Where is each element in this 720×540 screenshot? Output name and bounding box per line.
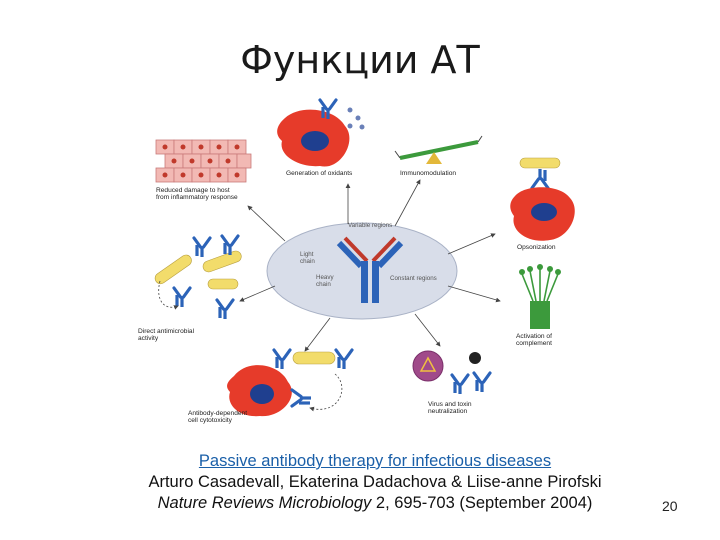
heavy-chain-label-2: chain bbox=[316, 281, 331, 288]
oxidants-cell-icon bbox=[277, 98, 365, 167]
light-chain-label-2: chain bbox=[300, 258, 315, 265]
citation-journal: Nature Reviews Microbiology bbox=[157, 494, 372, 512]
oxidants-label: Generation of oxidants bbox=[286, 170, 353, 177]
virus-toxin-icon bbox=[412, 350, 492, 396]
function-arrows bbox=[239, 179, 501, 352]
virus-toxin-label-2: neutralization bbox=[428, 408, 468, 415]
complement-label-2: complement bbox=[516, 340, 552, 347]
citation-authors: Arturo Casadevall, Ekaterina Dadachova &… bbox=[148, 473, 602, 491]
adcc-cell-icon bbox=[227, 348, 354, 417]
antibody-functions-diagram: Variable regions Light chain Heavy chain… bbox=[130, 96, 590, 436]
immunomodulation-label: Immunomodulation bbox=[400, 170, 456, 177]
complement-icon bbox=[519, 264, 561, 329]
adcc-label-1: Antibody-dependent bbox=[188, 410, 247, 417]
citation-volume: 2 bbox=[375, 494, 386, 512]
reduced-damage-label-2: from inflammatory response bbox=[156, 194, 238, 201]
constant-regions-label: Constant regions bbox=[390, 275, 437, 282]
immunomodulation-balance-icon bbox=[394, 135, 483, 164]
host-cell-nuclei bbox=[162, 144, 240, 178]
antimicrobial-label-2: activity bbox=[138, 335, 159, 342]
slide-title: Функции АТ bbox=[240, 38, 480, 82]
antimicrobial-label-1: Direct antimicrobial bbox=[138, 328, 195, 335]
antimicrobial-icon bbox=[154, 234, 242, 321]
virus-toxin-label-1: Virus and toxin bbox=[428, 401, 472, 408]
citation-details: , 695-703 (September 2004) bbox=[385, 494, 593, 512]
adcc-label-2: cell cytotoxicity bbox=[188, 417, 233, 424]
citation-block: Passive antibody therapy for infectious … bbox=[90, 451, 660, 514]
opsonization-cell-icon bbox=[510, 157, 575, 241]
article-link[interactable]: Passive antibody therapy for infectious … bbox=[198, 452, 552, 470]
variable-regions-label: Variable regions bbox=[348, 222, 392, 229]
heavy-chain-label-1: Heavy bbox=[316, 274, 334, 281]
central-antibody-icon bbox=[336, 236, 404, 303]
reduced-damage-label-1: Reduced damage to host bbox=[156, 187, 230, 194]
citation-journal-line: Nature Reviews Microbiology 2, 695-703 (… bbox=[90, 493, 660, 514]
opsonization-label: Opsonization bbox=[517, 244, 556, 251]
light-chain-label-1: Light bbox=[300, 251, 314, 258]
page-number: 20 bbox=[662, 498, 678, 514]
complement-label-1: Activation of bbox=[516, 333, 552, 340]
